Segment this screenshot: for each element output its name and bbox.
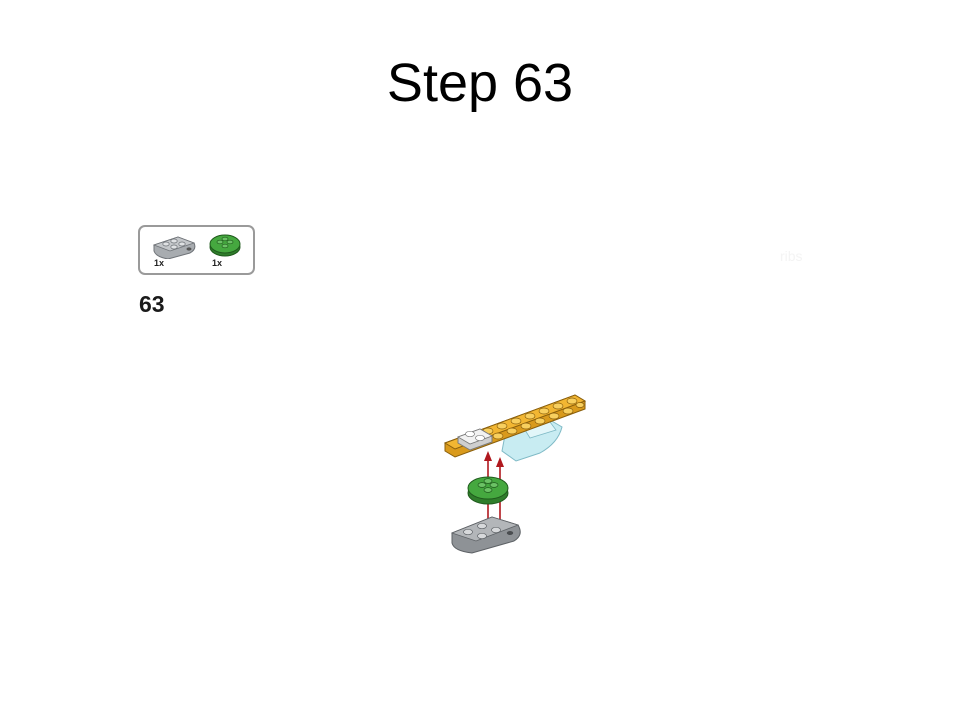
step-number: 63 bbox=[139, 291, 165, 317]
slide-title: Step 63 bbox=[386, 53, 574, 113]
gray-round-end-plate-icon bbox=[152, 236, 196, 259]
gray-round-end-plate bbox=[450, 516, 521, 554]
part-qty-green: 1x bbox=[212, 258, 223, 268]
green-round-plate bbox=[467, 476, 509, 505]
parts-callout: 1x 1x bbox=[138, 225, 255, 275]
assembly-illustration bbox=[443, 394, 587, 554]
green-round-plate-icon bbox=[209, 234, 241, 257]
part-qty-gray: 1x bbox=[154, 258, 165, 268]
watermark-text: ribs bbox=[780, 248, 803, 264]
